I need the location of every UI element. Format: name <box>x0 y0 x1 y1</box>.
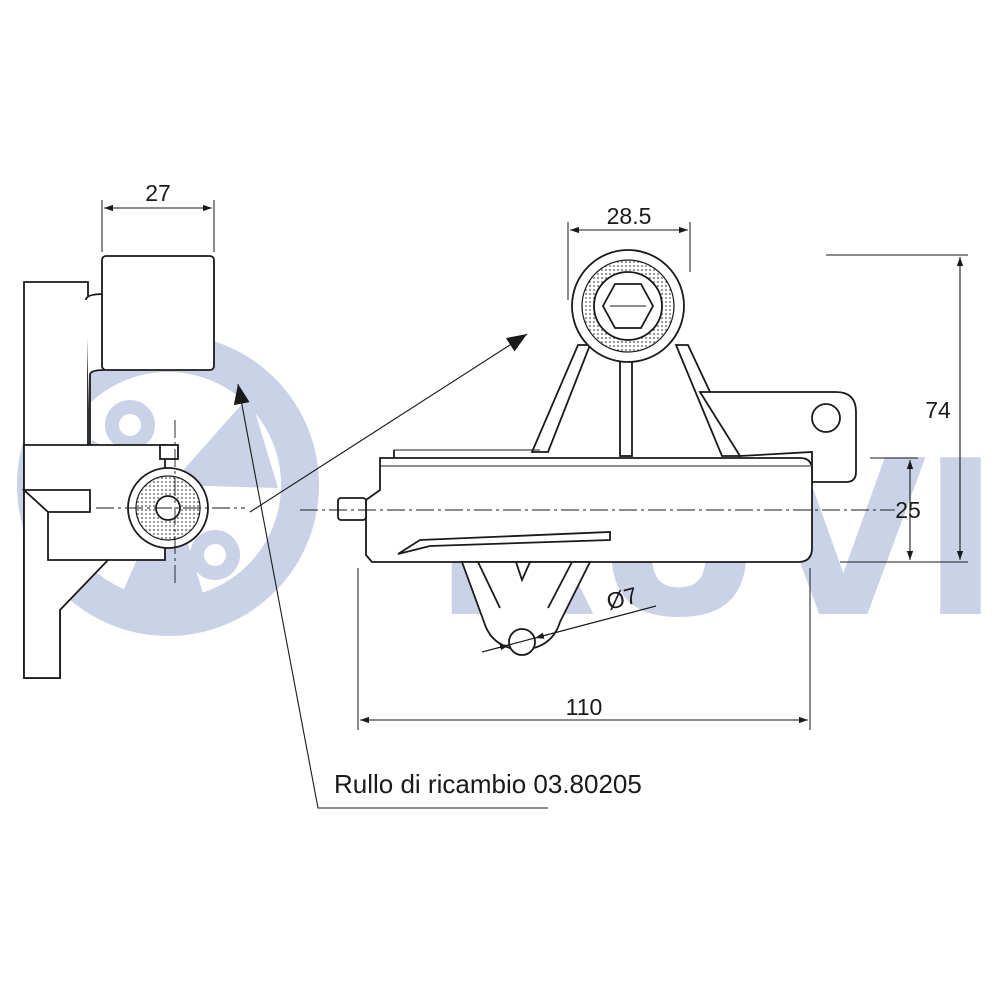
dimension-28-5: 28.5 <box>567 203 691 300</box>
leader-to-side-roller <box>233 383 548 809</box>
dimension-27-label: 27 <box>145 180 171 206</box>
dimension-25: 25 <box>870 457 921 560</box>
lug-notch <box>514 561 532 583</box>
body-pin <box>337 497 367 521</box>
dimension-110-label: 110 <box>566 694 603 720</box>
dimension-25-label: 25 <box>895 497 921 523</box>
side-bevel-lower <box>47 512 108 561</box>
side-nut <box>159 444 179 460</box>
dimension-28-5-label: 28.5 <box>607 203 652 229</box>
dimension-74-label: 74 <box>925 397 951 423</box>
front-view <box>300 249 895 656</box>
side-view <box>21 255 245 679</box>
leader-to-top-pulley <box>249 333 528 513</box>
arm-center <box>619 359 633 457</box>
dimension-27: 27 <box>101 180 215 252</box>
dimension-74: 74 <box>826 254 968 563</box>
caption-text: Rullo di ricambio 03.80205 <box>334 769 642 799</box>
dimension-110: 110 <box>357 568 811 730</box>
lug-hole <box>508 628 536 656</box>
side-bevel <box>21 489 91 513</box>
replacement-roller-callout: Rullo di ricambio 03.80205 <box>233 333 642 809</box>
body-groove <box>397 531 611 555</box>
arm-left <box>530 344 592 453</box>
side-pulley <box>101 255 215 371</box>
mount-ear-hole <box>811 403 841 433</box>
